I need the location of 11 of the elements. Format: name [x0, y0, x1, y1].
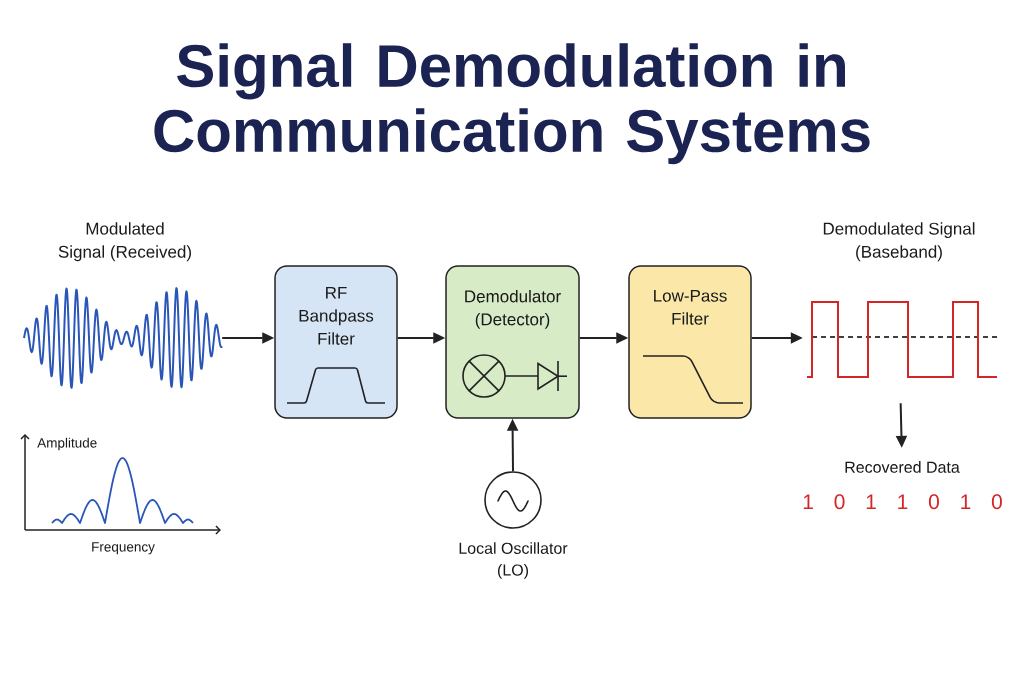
text-label: Recovered Data — [845, 461, 960, 473]
text-label: Modulated Signal (Received) — [58, 222, 191, 262]
axis-label: Frequency — [92, 542, 155, 555]
process-box: Low-Pass Filter — [628, 265, 752, 419]
text-label: Demodulated Signal (Baseband) — [823, 222, 975, 262]
node-label: Local Oscillator (LO) — [459, 542, 568, 579]
title: Signal Demodulation in Communication Systems — [154, 43, 870, 165]
bit-sequence: 1 0 1 1 0 1 0 — [803, 494, 1002, 510]
process-box: Demodulator (Detector) — [445, 265, 580, 419]
process-box: RF Bandpass Filter — [274, 265, 398, 419]
axis-label: Amplitude — [37, 437, 97, 451]
